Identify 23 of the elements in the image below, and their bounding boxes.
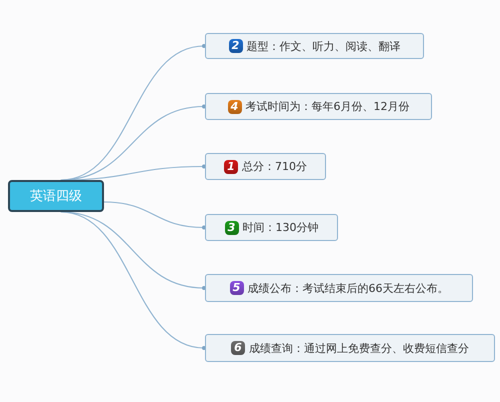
topic-text: 考试时间为：每年6月份、12月份 [246, 99, 410, 114]
topic-text: 总分：710分 [242, 159, 307, 174]
central-topic-box [8, 180, 104, 212]
topic-box [205, 153, 326, 180]
connector-line [60, 211, 206, 350]
topic-text: 时间：130分钟 [242, 220, 318, 235]
priority-number: 1 [224, 160, 238, 174]
topic-box [205, 93, 432, 120]
priority-number: 3 [224, 220, 238, 234]
topic-text: 题型：作文、听力、阅读、翻译 [246, 38, 400, 54]
connector-line [60, 164, 206, 181]
priority-number: 5 [230, 281, 244, 295]
topic-box [205, 33, 424, 59]
topic-box [205, 274, 473, 302]
connector-line [104, 201, 206, 230]
topic-box [205, 214, 338, 241]
topic-text: 英语四级 [30, 188, 82, 205]
priority-number: 6 [231, 341, 245, 355]
topic-text: 成绩查询：通过网上免费查分、收费短信查分 [249, 340, 469, 356]
topic-text: 成绩公布：考试结束后的66天左右公布。 [248, 280, 448, 296]
priority-number: 4 [228, 100, 242, 114]
priority-number: 2 [228, 39, 242, 53]
topic-box [205, 334, 495, 362]
